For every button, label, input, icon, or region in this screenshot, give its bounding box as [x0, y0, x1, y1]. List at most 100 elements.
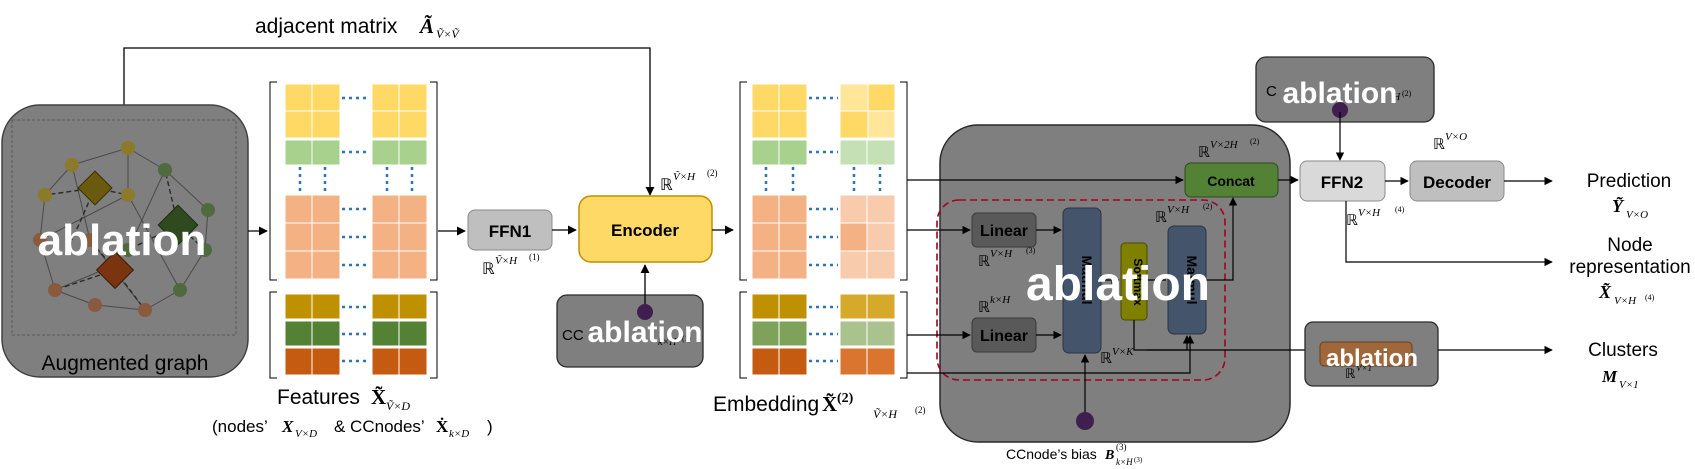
matmul-2-dim-sup: V×H	[1167, 204, 1190, 216]
prediction-label: Prediction	[1587, 171, 1672, 192]
features-desc-end: )	[487, 417, 493, 436]
ffn2-dim: ℝ	[1346, 213, 1358, 229]
top-box-fragment-right: H	[1392, 92, 1401, 103]
ffn2-block: FFN2	[1299, 160, 1386, 202]
concat-dim-sup: V×2H	[1210, 139, 1239, 151]
ablation-label-graph: ablation	[38, 216, 207, 265]
ccnode-embedding-sub-sup: (1)	[682, 334, 692, 343]
adjacent-matrix-symbol: Ã	[418, 14, 434, 38]
top-box-fragment-left: C	[1266, 83, 1277, 100]
embedding-output-lines	[907, 175, 1195, 374]
ffn1-dim: ℝ	[482, 261, 495, 278]
node-representation-line2: representation	[1569, 257, 1690, 278]
matmul-2-dim-sup2: (2)	[1203, 202, 1213, 211]
embedding-symbol: X̃	[822, 392, 837, 416]
ffn1-dim-sup2: (1)	[529, 252, 540, 262]
clusters-label: Clusters	[1588, 340, 1658, 361]
linear-2-dim-sup: k×H	[990, 294, 1011, 306]
adjacent-matrix-connector	[123, 47, 655, 196]
embedding-label: Embedding	[713, 393, 819, 416]
node-representation-line1: Node	[1607, 235, 1652, 256]
linear-block-2: Linear	[971, 317, 1037, 353]
ccnode-bias-dot	[1076, 412, 1094, 430]
features-desc-xdot-sub: k×D	[449, 428, 469, 440]
augmented-graph-panel: ablation Augmented graph	[1, 104, 249, 378]
embedding-matrix	[739, 81, 908, 379]
features-desc-mid: & CCnodes’	[334, 417, 425, 436]
encoder-dim-sup2: (2)	[707, 168, 718, 178]
ccnode-diamonds	[77, 170, 199, 290]
prediction-subscript: V×O	[1626, 209, 1648, 221]
node-representation-subscript: V×H	[1614, 295, 1637, 307]
top-box-fragment-sup: (2)	[1402, 89, 1412, 98]
ffn2-dim-sup2: (4)	[1395, 205, 1405, 214]
decoder-label: Decoder	[1423, 173, 1491, 192]
linear-1-dim-sup: V×H	[990, 248, 1013, 260]
softmax-block: Softmax	[1120, 242, 1148, 321]
clustering-module: Concat ℝ V×2H (2) Linear ℝ V×H (3) Linea…	[936, 124, 1291, 443]
clusters-symbol: M	[1601, 367, 1618, 386]
ablation-label-cluster-box: ablation	[1326, 345, 1418, 372]
ccnode-bias-symbol: B	[1104, 448, 1114, 463]
softmax-dim-sup: V×K	[1112, 346, 1134, 358]
softmax-dim: ℝ	[1100, 351, 1112, 367]
ffn1-dim-sup: Ṽ×H	[495, 255, 518, 267]
prediction-symbol: Ỹ	[1612, 196, 1625, 216]
features-desc-x-sub: V×D	[295, 428, 317, 440]
linear-2-label: Linear	[980, 328, 1028, 345]
features-matrix	[269, 81, 438, 379]
cluster-dim: ℝ	[1345, 366, 1356, 381]
clustering-dashed-region	[936, 199, 1226, 381]
augmented-graph-label: Augmented graph	[42, 352, 209, 375]
ffn2-label: FFN2	[1321, 173, 1364, 192]
linear-block-1: Linear	[971, 212, 1037, 248]
ffn2-to-node-representation-arrow	[1345, 201, 1553, 267]
matmul-block-2: Matmul	[1167, 225, 1207, 335]
linear-1-dim: ℝ	[978, 254, 990, 270]
ccnode-bias-label: CCnode’s bias	[1006, 446, 1097, 462]
graph-nodes	[33, 141, 215, 317]
decoder-block: Decoder	[1409, 160, 1505, 202]
matmul-2-dim: ℝ	[1155, 210, 1167, 226]
ccnode-bias-sub: k×H	[1116, 457, 1133, 467]
ffn2-dim-sup: V×H	[1358, 207, 1381, 219]
clusters-subscript: V×1	[1619, 379, 1639, 391]
ccnode-embedding-dot	[637, 304, 653, 320]
features-desc-x: X	[281, 417, 294, 436]
encoder-label: Encoder	[611, 221, 679, 240]
adjacent-matrix-label: adjacent matrix	[255, 15, 398, 38]
ccnode-bias-sub-sup: (3)	[1134, 456, 1143, 464]
linear-1-dim-sup2: (3)	[1026, 246, 1036, 255]
ccnode-embedding-box: CC k×H (1) ablation	[556, 294, 704, 368]
ccnode-embedding-sub: k×H	[658, 337, 677, 348]
concat-block: Concat	[1184, 162, 1279, 198]
node-representation-symbol: X̃	[1598, 282, 1612, 302]
matmul-2-label: Matmul	[1184, 256, 1200, 305]
decoder-dim: ℝ	[1433, 137, 1445, 153]
features-label: Features	[277, 386, 360, 409]
encoder-block: Encoder	[578, 195, 713, 263]
ccnode-bias-sup: (3)	[1116, 442, 1127, 452]
embedding-sup: (2)	[837, 391, 854, 406]
cluster-output-box: ℝ V×1 ablation	[1304, 321, 1439, 387]
embedding-subscript: Ṽ×H	[873, 407, 898, 421]
cluster-dim-sup: V×1	[1356, 363, 1372, 373]
features-subscript: Ṽ×D	[386, 399, 410, 413]
top-box-dot	[1332, 102, 1348, 118]
embedding-subscript-sup: (2)	[915, 405, 926, 415]
features-desc-xdot: Ẋ	[436, 417, 449, 436]
concat-label: Concat	[1207, 173, 1255, 189]
encoder-dim: ℝ	[660, 177, 673, 194]
ablation-label-embedding-box: ablation	[587, 316, 702, 349]
decoder-dim-sup: V×O	[1445, 131, 1467, 143]
softmax-label: Softmax	[1131, 258, 1145, 306]
ablation-label-clustering-module: ablation	[1026, 258, 1210, 311]
features-desc-start: (nodes’	[212, 417, 268, 436]
matmul-1-label: Matmul	[1079, 256, 1095, 305]
ccnode-embedding-fragment: CC	[562, 327, 584, 344]
linear-2-dim: ℝ	[978, 300, 990, 316]
adjacent-matrix-subscript: Ṽ×Ṽ	[436, 27, 460, 41]
linear-1-label: Linear	[980, 223, 1028, 240]
features-symbol: X̃	[371, 385, 386, 409]
ffn1-label: FFN1	[489, 222, 532, 241]
